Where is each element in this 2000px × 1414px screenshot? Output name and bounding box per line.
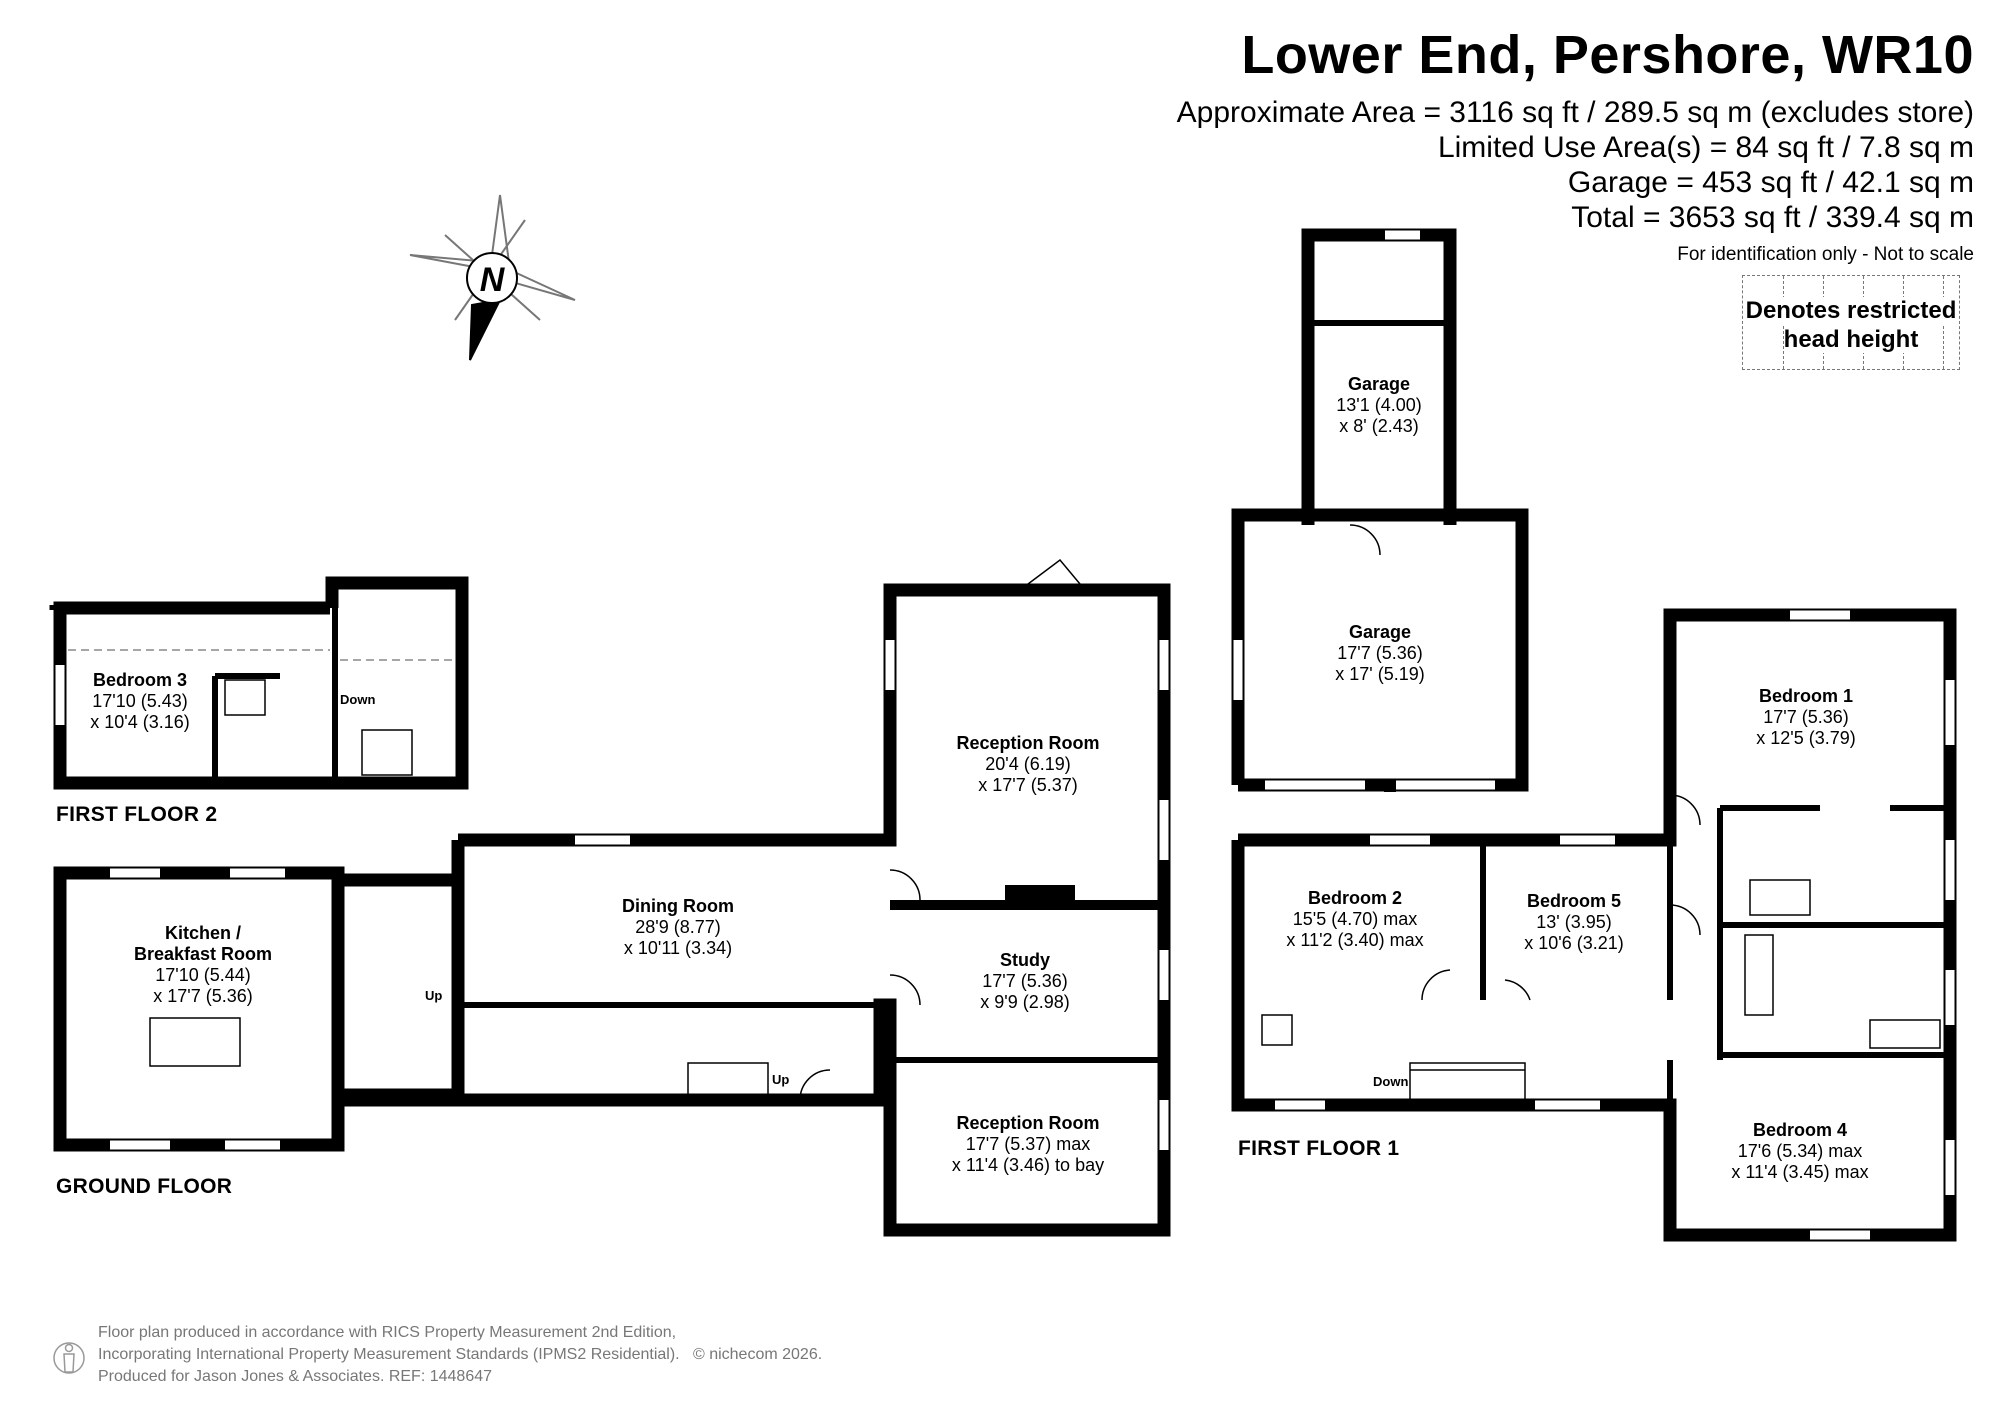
- footer-line-2: Incorporating International Property Mea…: [98, 1346, 823, 1363]
- room-bedroom-3: Bedroom 3 17'10 (5.43) x 10'4 (3.16): [90, 670, 190, 733]
- floor-title-first-floor-1: FIRST FLOOR 1: [1238, 1137, 1400, 1160]
- room-name-2: Breakfast Room: [133, 944, 273, 964]
- room-dimension: 17'6 (5.34) max: [1737, 1141, 1863, 1161]
- copyright: © nichecom 2026.: [692, 1346, 823, 1363]
- room-dimension: 15'5 (4.70) max: [1292, 909, 1418, 929]
- room-dimension: 17'7 (5.36): [1337, 643, 1423, 663]
- room-garage-large: Garage 17'7 (5.36) x 17' (5.19): [1335, 622, 1424, 685]
- room-name: Garage: [1347, 374, 1411, 394]
- room-dimension: x 12'5 (3.79): [1756, 728, 1856, 748]
- room-reception-1: Reception Room 20'4 (6.19) x 17'7 (5.37): [956, 733, 1099, 796]
- room-bedroom-2: Bedroom 2 15'5 (4.70) max x 11'2 (3.40) …: [1286, 888, 1423, 951]
- room-dimension: x 11'2 (3.40) max: [1286, 930, 1424, 950]
- approximate-area: Approximate Area = 3116 sq ft / 289.5 sq…: [1176, 96, 1974, 129]
- room-reception-2: Reception Room 17'7 (5.37) max x 11'4 (3…: [952, 1113, 1104, 1176]
- room-dimension: x 17'7 (5.37): [978, 775, 1078, 795]
- person-icon: [53, 1342, 85, 1374]
- room-dimension: x 10'4 (3.16): [90, 712, 190, 732]
- room-name: Bedroom 5: [1526, 891, 1622, 911]
- stairs-down-label-2: Down: [1373, 1074, 1409, 1089]
- restricted-height-legend: Denotes restricted head height: [1742, 275, 1960, 370]
- room-dimension: x 17' (5.19): [1335, 664, 1425, 684]
- room-dimension: 13'1 (4.00): [1336, 395, 1422, 415]
- room-dimension: x 11'4 (3.45) max: [1731, 1162, 1869, 1182]
- identification-note: For identification only - Not to scale: [1677, 244, 1974, 265]
- room-dining: Dining Room 28'9 (8.77) x 10'11 (3.34): [622, 896, 734, 959]
- room-dimension: x 9'9 (2.98): [980, 992, 1070, 1012]
- room-dimension: 17'7 (5.36): [1763, 707, 1849, 727]
- room-name: Bedroom 3: [92, 670, 188, 690]
- room-dimension: 17'10 (5.44): [155, 965, 251, 985]
- room-dimension: x 17'7 (5.36): [153, 986, 253, 1006]
- room-dimension: 17'7 (5.36): [982, 971, 1068, 991]
- stairs-up-label-2: Up: [772, 1072, 790, 1087]
- room-name: Kitchen /: [164, 923, 242, 943]
- room-name: Garage: [1348, 622, 1412, 642]
- stairs-up-label: Up: [425, 988, 443, 1003]
- compass-icon: N: [409, 194, 576, 361]
- room-dimension: 13' (3.95): [1536, 912, 1612, 932]
- limited-use-area: Limited Use Area(s) = 84 sq ft / 7.8 sq …: [1437, 131, 1974, 164]
- room-name: Reception Room: [956, 733, 1100, 753]
- property-title: Lower End, Pershore, WR10: [1241, 25, 1974, 85]
- floor-title-first-floor-2: FIRST FLOOR 2: [56, 803, 218, 826]
- compass-letter: N: [480, 261, 506, 299]
- room-name: Bedroom 2: [1307, 888, 1403, 908]
- stairs-down-label: Down: [340, 692, 376, 707]
- total-area: Total = 3653 sq ft / 339.4 sq m: [1571, 201, 1974, 234]
- room-name: Study: [999, 950, 1051, 970]
- room-bedroom-4: Bedroom 4 17'6 (5.34) max x 11'4 (3.45) …: [1731, 1120, 1868, 1183]
- room-dimension: x 11'4 (3.46) to bay: [951, 1155, 1105, 1175]
- footer-line-1: Floor plan produced in accordance with R…: [98, 1324, 677, 1341]
- legend-line-2: head height: [1783, 326, 1919, 353]
- room-bedroom-1: Bedroom 1 17'7 (5.36) x 12'5 (3.79): [1756, 686, 1856, 749]
- room-kitchen: Kitchen / Breakfast Room 17'10 (5.44) x …: [134, 923, 272, 1007]
- room-name: Reception Room: [956, 1113, 1100, 1133]
- room-name: Bedroom 4: [1752, 1120, 1848, 1140]
- room-dimension: 17'10 (5.43): [92, 691, 188, 711]
- footer-notes: Floor plan produced in accordance with R…: [98, 1322, 822, 1388]
- room-dimension: x 8' (2.43): [1339, 416, 1419, 436]
- room-dimension: 20'4 (6.19): [985, 754, 1071, 774]
- room-name: Bedroom 1: [1758, 686, 1854, 706]
- room-garage-small: Garage 13'1 (4.00) x 8' (2.43): [1336, 374, 1422, 437]
- room-dimension: x 10'6 (3.21): [1524, 933, 1624, 953]
- room-dimension: 17'7 (5.37) max: [965, 1134, 1091, 1154]
- room-dimension: 28'9 (8.77): [635, 917, 721, 937]
- floor-title-ground-floor: GROUND FLOOR: [56, 1175, 233, 1198]
- footer-line-3: Produced for Jason Jones & Associates. R…: [98, 1368, 493, 1385]
- legend-line-1: Denotes restricted: [1745, 297, 1957, 324]
- room-dimension: x 10'11 (3.34): [623, 938, 733, 958]
- room-study: Study 17'7 (5.36) x 9'9 (2.98): [980, 950, 1069, 1013]
- room-name: Dining Room: [622, 896, 734, 916]
- room-bedroom-5: Bedroom 5 13' (3.95) x 10'6 (3.21): [1524, 891, 1624, 954]
- garage-area: Garage = 453 sq ft / 42.1 sq m: [1567, 166, 1974, 199]
